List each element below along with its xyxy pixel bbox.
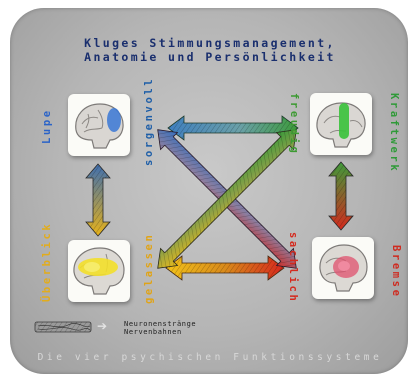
brain-yellow-region-icon	[73, 247, 125, 295]
legend-arrow-icon: ➔	[97, 319, 108, 333]
title-line-1: Kluges Stimmungsmanagement,	[84, 36, 336, 50]
label-kraftwerk: Kraftwerk	[388, 93, 400, 174]
footer-caption: Die vier psychischen Funktionssysteme	[37, 352, 383, 363]
arrow-diagonal-yellow-green	[157, 129, 297, 269]
label-sachlich: sachlich	[287, 232, 299, 304]
label-freudig: freudig	[288, 93, 300, 156]
brain-card-bottom-right	[312, 237, 374, 299]
legend-line-1: Neuronenstränge	[124, 320, 197, 328]
arrow-top-horizontal	[167, 115, 299, 141]
label-ueberblick: Überblick	[41, 221, 53, 302]
label-sorgenvoll: sorgenvoll	[143, 76, 155, 166]
brain-red-region-icon	[319, 244, 368, 292]
legend-line-2: Nervenbahnen	[124, 328, 182, 336]
arrow-right-vertical	[328, 161, 354, 231]
brain-card-bottom-left	[68, 240, 130, 302]
label-lupe: Lupe	[41, 108, 53, 144]
brain-card-top-right	[310, 93, 372, 155]
arrow-bottom-horizontal	[165, 255, 285, 281]
brain-card-top-left	[68, 94, 130, 156]
arrow-left-vertical	[85, 163, 111, 237]
label-gelassen: gelassen	[143, 232, 155, 304]
nerve-bundle-icon	[34, 321, 92, 333]
brain-blue-region-icon	[75, 103, 124, 149]
label-bremse: Bremse	[390, 245, 402, 299]
title-line-2: Anatomie und Persönlichkeit	[84, 50, 336, 64]
brain-green-region-icon	[316, 102, 366, 148]
